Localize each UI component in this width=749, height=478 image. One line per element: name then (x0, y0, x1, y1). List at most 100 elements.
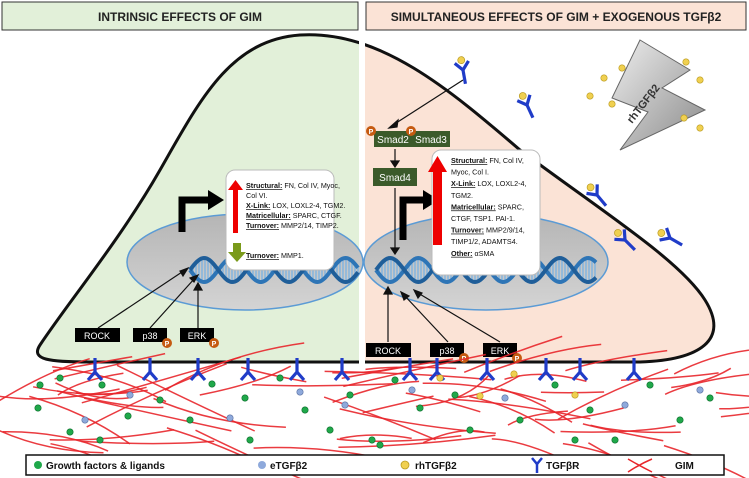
rhtgf-particle (680, 114, 688, 122)
right-p38-phospho (459, 353, 469, 363)
left-downregulated-arrow (228, 243, 246, 262)
growth-factor-particle (36, 381, 44, 389)
svg-text:P: P (212, 341, 217, 348)
growth-factor-particle (246, 436, 254, 444)
tgfbr-receptor (614, 229, 637, 252)
panel-divider (359, 0, 365, 452)
smad4-box (373, 168, 417, 186)
growth-factor-particle (156, 396, 164, 404)
growth-factor-particle (98, 381, 106, 389)
tgfbr-receptor (586, 183, 608, 207)
growth-factor-particle (376, 441, 384, 449)
growth-factor-particle (346, 391, 354, 399)
right-erk-phospho (512, 353, 522, 363)
right-upregulated-line: CTGF, TSP1. PAI-1. (451, 214, 515, 223)
left-erk-box (180, 328, 214, 342)
tgfbr-receptor (86, 358, 104, 382)
right-upregulated-line: X-Link: LOX, LOXL2-4, (451, 179, 527, 188)
tgfbr-receptor (401, 358, 419, 382)
legend-rhtgf-label: rhTGFβ2 (415, 461, 457, 472)
etgf-particle (696, 386, 704, 394)
right-rock-label: ROCK (375, 346, 401, 356)
right-transcription-arrow (399, 196, 425, 240)
growth-factor-particle (586, 406, 594, 414)
left-erk-label: ERK (188, 331, 207, 341)
legend-gim-label: GIM (675, 461, 694, 472)
legend-growth-marker (34, 461, 42, 469)
growth-factor-particle (611, 436, 619, 444)
right-erk-label: ERK (491, 346, 510, 356)
left-p38-phospho (162, 338, 172, 348)
tgfbr-receptor (657, 227, 683, 247)
growth-factor-particle (276, 374, 284, 382)
growth-factor-particle (571, 436, 579, 444)
legend-receptor-icon (531, 457, 543, 473)
left-p38-label: p38 (142, 331, 157, 341)
growth-factor-particle (326, 426, 334, 434)
left-upregulated-line: Structural: FN, Col IV, Myoc, (246, 181, 340, 190)
right-upregulated-line: Turnover: MMP2/9/14, (451, 226, 525, 235)
tgfbr-receptor (571, 358, 589, 382)
right-p38-box (430, 343, 464, 357)
tgfbr-receptor (537, 358, 555, 382)
right-panel-title: SIMULTANEOUS EFFECTS OF GIM + EXOGENOUS … (391, 10, 722, 24)
tgfbr-receptor (239, 358, 257, 382)
growth-factor-particle (208, 380, 216, 388)
tgfbr-receptor (478, 358, 496, 382)
right-upregulated-line: Other: αSMA (451, 249, 494, 258)
growth-factor-particle (186, 416, 194, 424)
legend-receptor-label: TGFβR (546, 461, 580, 472)
growth-factor-particle (368, 436, 376, 444)
tgfbr-receptor (516, 92, 535, 119)
legend-rhtgf-marker (400, 460, 410, 470)
growth-factor-particle (551, 381, 559, 389)
left-rock-box (75, 328, 120, 342)
tgfbr-receptor (288, 358, 306, 382)
growth-factor-particle (66, 428, 74, 436)
left-rock-label: ROCK (84, 331, 110, 341)
smad3-label: Smad3 (415, 135, 447, 146)
smad4-label: Smad4 (379, 173, 411, 184)
left-transcription-arrowhead (208, 190, 224, 210)
rhtgf-particle (571, 391, 579, 399)
etgf-particle (296, 388, 304, 396)
rhtgf-particle (618, 64, 626, 72)
etgf-particle (81, 416, 89, 424)
left-upregulated-line: Col VI. (246, 191, 268, 200)
smad3-phospho: P (406, 126, 416, 136)
left-upregulated-line: X-Link: LOX, LOXL2-4, TGM2. (246, 201, 345, 210)
svg-text:P: P (369, 129, 374, 136)
left-downregulated-line: Turnover: MMP1. (246, 251, 304, 260)
left-upregulated-line: Turnover: MMP2/14, TIMP2. (246, 221, 339, 230)
tgfbr-receptor (333, 358, 351, 382)
right-gene-box (431, 149, 541, 276)
smad2-label: Smad2 (377, 135, 409, 146)
growth-factor-particle (301, 406, 309, 414)
growth-factor-particle (391, 376, 399, 384)
left-upregulated-line: Matricellular: SPARC, CTGF. (246, 211, 342, 220)
tgfbr-receptor (625, 358, 643, 382)
growth-factor-particle (516, 416, 524, 424)
legend-growth-label: Growth factors & ligands (46, 461, 165, 472)
growth-factor-particle (34, 404, 42, 412)
etgf-particle (621, 401, 629, 409)
smad2-box (374, 131, 412, 147)
etgf-particle (501, 394, 509, 402)
tgfbr-receptor (141, 358, 159, 382)
right-upregulated-line: TIMP1/2, ADAMTS4. (451, 237, 518, 246)
legend-etgf-label: eTGFβ2 (270, 461, 308, 472)
svg-text:P: P (515, 356, 520, 363)
right-upregulated-line: Structural: FN, Col IV, (451, 156, 524, 165)
rhtgf-particle (600, 74, 608, 82)
growth-factor-particle (451, 391, 459, 399)
tgfbr-receptors (86, 56, 683, 382)
etgf-particle (408, 386, 416, 394)
etgf-particle (341, 401, 349, 409)
rhtgf-particle (696, 124, 704, 132)
rhtgf-particle (608, 100, 616, 108)
legend: Growth factors & ligands eTGFβ2 rhTGFβ2 … (25, 454, 725, 476)
growth-factor-particle (124, 412, 132, 420)
legend-etgf-marker (258, 461, 266, 469)
rhtgf-particle (436, 374, 444, 382)
